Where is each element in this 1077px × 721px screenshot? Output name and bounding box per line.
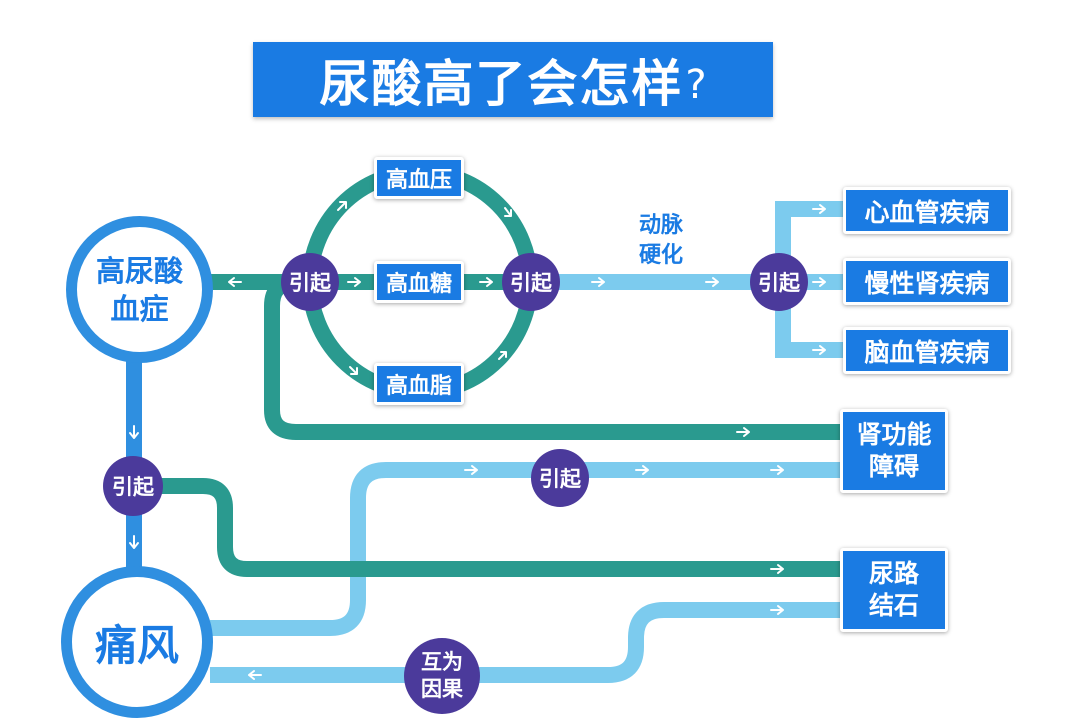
- node-chronic-kidney: 慢性肾疾病: [843, 258, 1011, 305]
- arrow-icon: [591, 277, 605, 287]
- connector-cause-3: 引起: [750, 253, 808, 311]
- title-question-mark: ?: [685, 61, 707, 108]
- arrow-icon: [479, 277, 493, 287]
- line-mutual-cause: [210, 602, 845, 683]
- arrow-icon: [129, 535, 139, 549]
- arrow-icon: [736, 427, 750, 437]
- label-arteriosclerosis: 动脉 硬化: [638, 213, 683, 268]
- node-renal-dysfunction: 肾功能 障碍: [840, 409, 948, 493]
- arrow-icon: [705, 277, 719, 287]
- page-title: 尿酸高了会怎样: [319, 54, 684, 113]
- connector-mutual-cause: 互为 因果: [404, 638, 480, 714]
- arrow-icon: [770, 605, 784, 615]
- arrow-icon: [228, 277, 242, 287]
- node-hyperlipidemia: 高血脂: [374, 363, 464, 405]
- node-hyperuricemia-line1: 高尿酸: [95, 253, 183, 288]
- node-cardiovascular: 心血管疾病: [843, 187, 1011, 234]
- node-hypertension: 高血压: [374, 157, 464, 199]
- line-gout-to-renal: [210, 462, 845, 636]
- arrow-icon: [248, 670, 262, 680]
- line-cause1-to-renal: [264, 274, 845, 440]
- arrow-icon: [498, 351, 507, 360]
- arrow-icon: [770, 564, 784, 574]
- arrow-icon: [635, 465, 649, 475]
- node-cerebrovascular: 脑血管疾病: [843, 327, 1011, 374]
- arrow-icon: [504, 207, 512, 217]
- node-hyperuricemia: 高尿酸 血症: [66, 216, 213, 363]
- node-gout-label: 痛风: [94, 620, 179, 670]
- connector-cause-5: 引起: [531, 449, 589, 507]
- arrow-icon: [349, 366, 358, 375]
- line-cause4-to-stones: [134, 478, 845, 577]
- arrow-icon: [770, 465, 784, 475]
- arrow-icon: [337, 201, 347, 211]
- title-banner: 尿酸高了会怎样 ?: [253, 42, 773, 117]
- node-hyperglycemia: 高血糖: [374, 261, 464, 303]
- node-hyperuricemia-line2: 血症: [110, 291, 169, 326]
- arrow-icon: [812, 345, 826, 355]
- arrow-icon: [347, 277, 361, 287]
- arrow-icon: [812, 204, 826, 214]
- arrow-icon: [129, 425, 139, 439]
- arrow-icon: [812, 277, 826, 287]
- node-urinary-stones: 尿路 结石: [840, 548, 948, 632]
- node-gout: 痛风: [61, 566, 213, 718]
- connector-cause-4: 引起: [103, 456, 163, 516]
- arrow-icon: [464, 465, 478, 475]
- connector-cause-1: 引起: [281, 253, 339, 311]
- connector-cause-2: 引起: [502, 253, 560, 311]
